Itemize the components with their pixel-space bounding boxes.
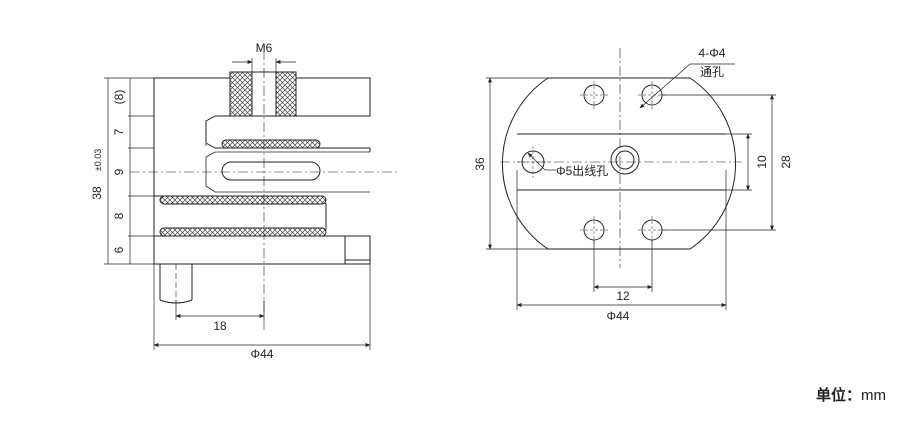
top-height-label: 36	[473, 157, 487, 171]
dim-label-4: 8	[112, 212, 126, 219]
units-label: 单位：	[815, 387, 861, 404]
thread-dimension	[232, 58, 296, 72]
hole-spacing-h-label: 12	[616, 289, 630, 303]
strain-gauge-cover	[159, 71, 327, 237]
through-hole-label: 通孔	[700, 65, 724, 79]
center-threaded-hole	[610, 145, 640, 175]
top-diameter-label: Φ44	[607, 309, 630, 323]
mount-holes-label: 4-Φ4	[699, 46, 726, 60]
dim-label-2: 7	[112, 128, 126, 135]
top-view-dimensions	[486, 77, 776, 310]
top-view-outline	[501, 77, 737, 250]
dim-label-top: (8)	[112, 90, 126, 105]
thread-label: M6	[256, 41, 273, 55]
cable-hole-leader	[527, 152, 556, 171]
side-diameter-label: Φ44	[251, 347, 274, 361]
tolerance-label: ±0.03	[93, 149, 103, 171]
side-view	[104, 50, 400, 350]
cable-hole	[517, 146, 549, 178]
mount-holes	[580, 81, 666, 244]
cable	[159, 264, 193, 304]
dim-label-5: 6	[112, 246, 126, 253]
mount-hole-leader	[639, 63, 735, 109]
units-note: 单位：mm	[816, 384, 886, 405]
top-view	[486, 48, 776, 310]
cable-offset-label: 18	[213, 319, 227, 333]
hole-spacing-v-label: 28	[779, 155, 793, 169]
cable-hole-label: Φ5出线孔	[556, 164, 608, 178]
slot-width-label: 10	[755, 155, 769, 169]
dim-label-3: 9	[112, 168, 126, 175]
units-value: mm	[861, 387, 886, 404]
horizontal-dimensions	[153, 264, 371, 350]
overall-height-label: 38	[90, 186, 104, 200]
vertical-dimension-chain	[104, 77, 154, 265]
